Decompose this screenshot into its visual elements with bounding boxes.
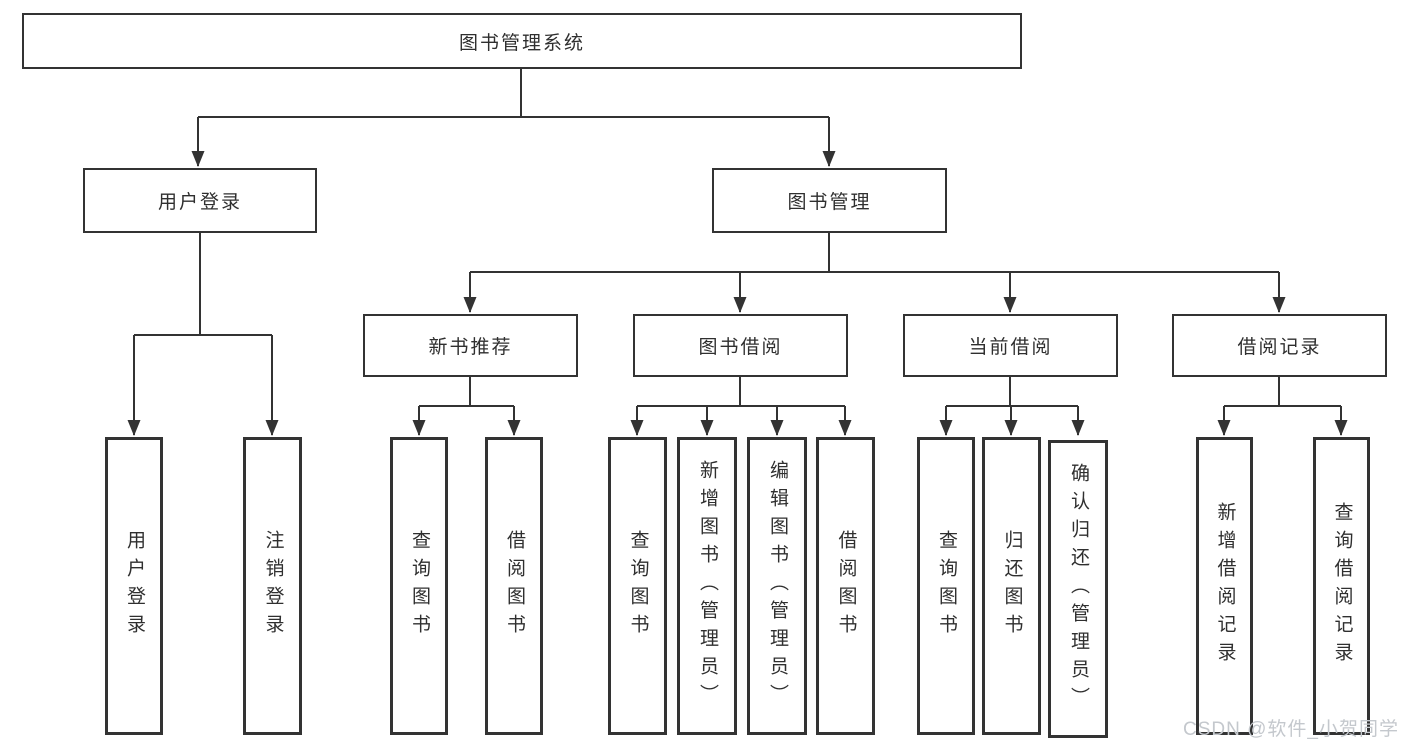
leaf-query-books-current: 查询图书 — [917, 437, 975, 735]
leaf-add-books-admin: 新增图书（管理员） — [677, 437, 737, 735]
node-book-borrowing: 图书借阅 — [633, 314, 848, 377]
node-current-borrowing: 当前借阅 — [903, 314, 1118, 377]
leaf-return-books: 归还图书 — [982, 437, 1041, 735]
leaf-add-borrow-record: 新增借阅记录 — [1196, 437, 1253, 735]
leaf-query-borrow-record: 查询借阅记录 — [1313, 437, 1370, 735]
node-new-book-recommendation: 新书推荐 — [363, 314, 578, 377]
leaf-user-login: 用户登录 — [105, 437, 163, 735]
watermark: CSDN @软件_小贺同学 — [1183, 719, 1399, 740]
leaf-borrow-books-recommend: 借阅图书 — [485, 437, 543, 735]
leaf-query-books-recommend: 查询图书 — [390, 437, 448, 735]
leaf-query-books-borrowing: 查询图书 — [608, 437, 667, 735]
leaf-edit-books-admin: 编辑图书（管理员） — [747, 437, 807, 735]
leaf-logout: 注销登录 — [243, 437, 302, 735]
node-borrowing-records: 借阅记录 — [1172, 314, 1387, 377]
leaf-borrow-books: 借阅图书 — [816, 437, 875, 735]
node-root: 图书管理系统 — [22, 13, 1022, 69]
node-user-login: 用户登录 — [83, 168, 317, 233]
leaf-confirm-return-admin: 确认归还（管理员） — [1048, 440, 1108, 738]
node-book-management: 图书管理 — [712, 168, 947, 233]
